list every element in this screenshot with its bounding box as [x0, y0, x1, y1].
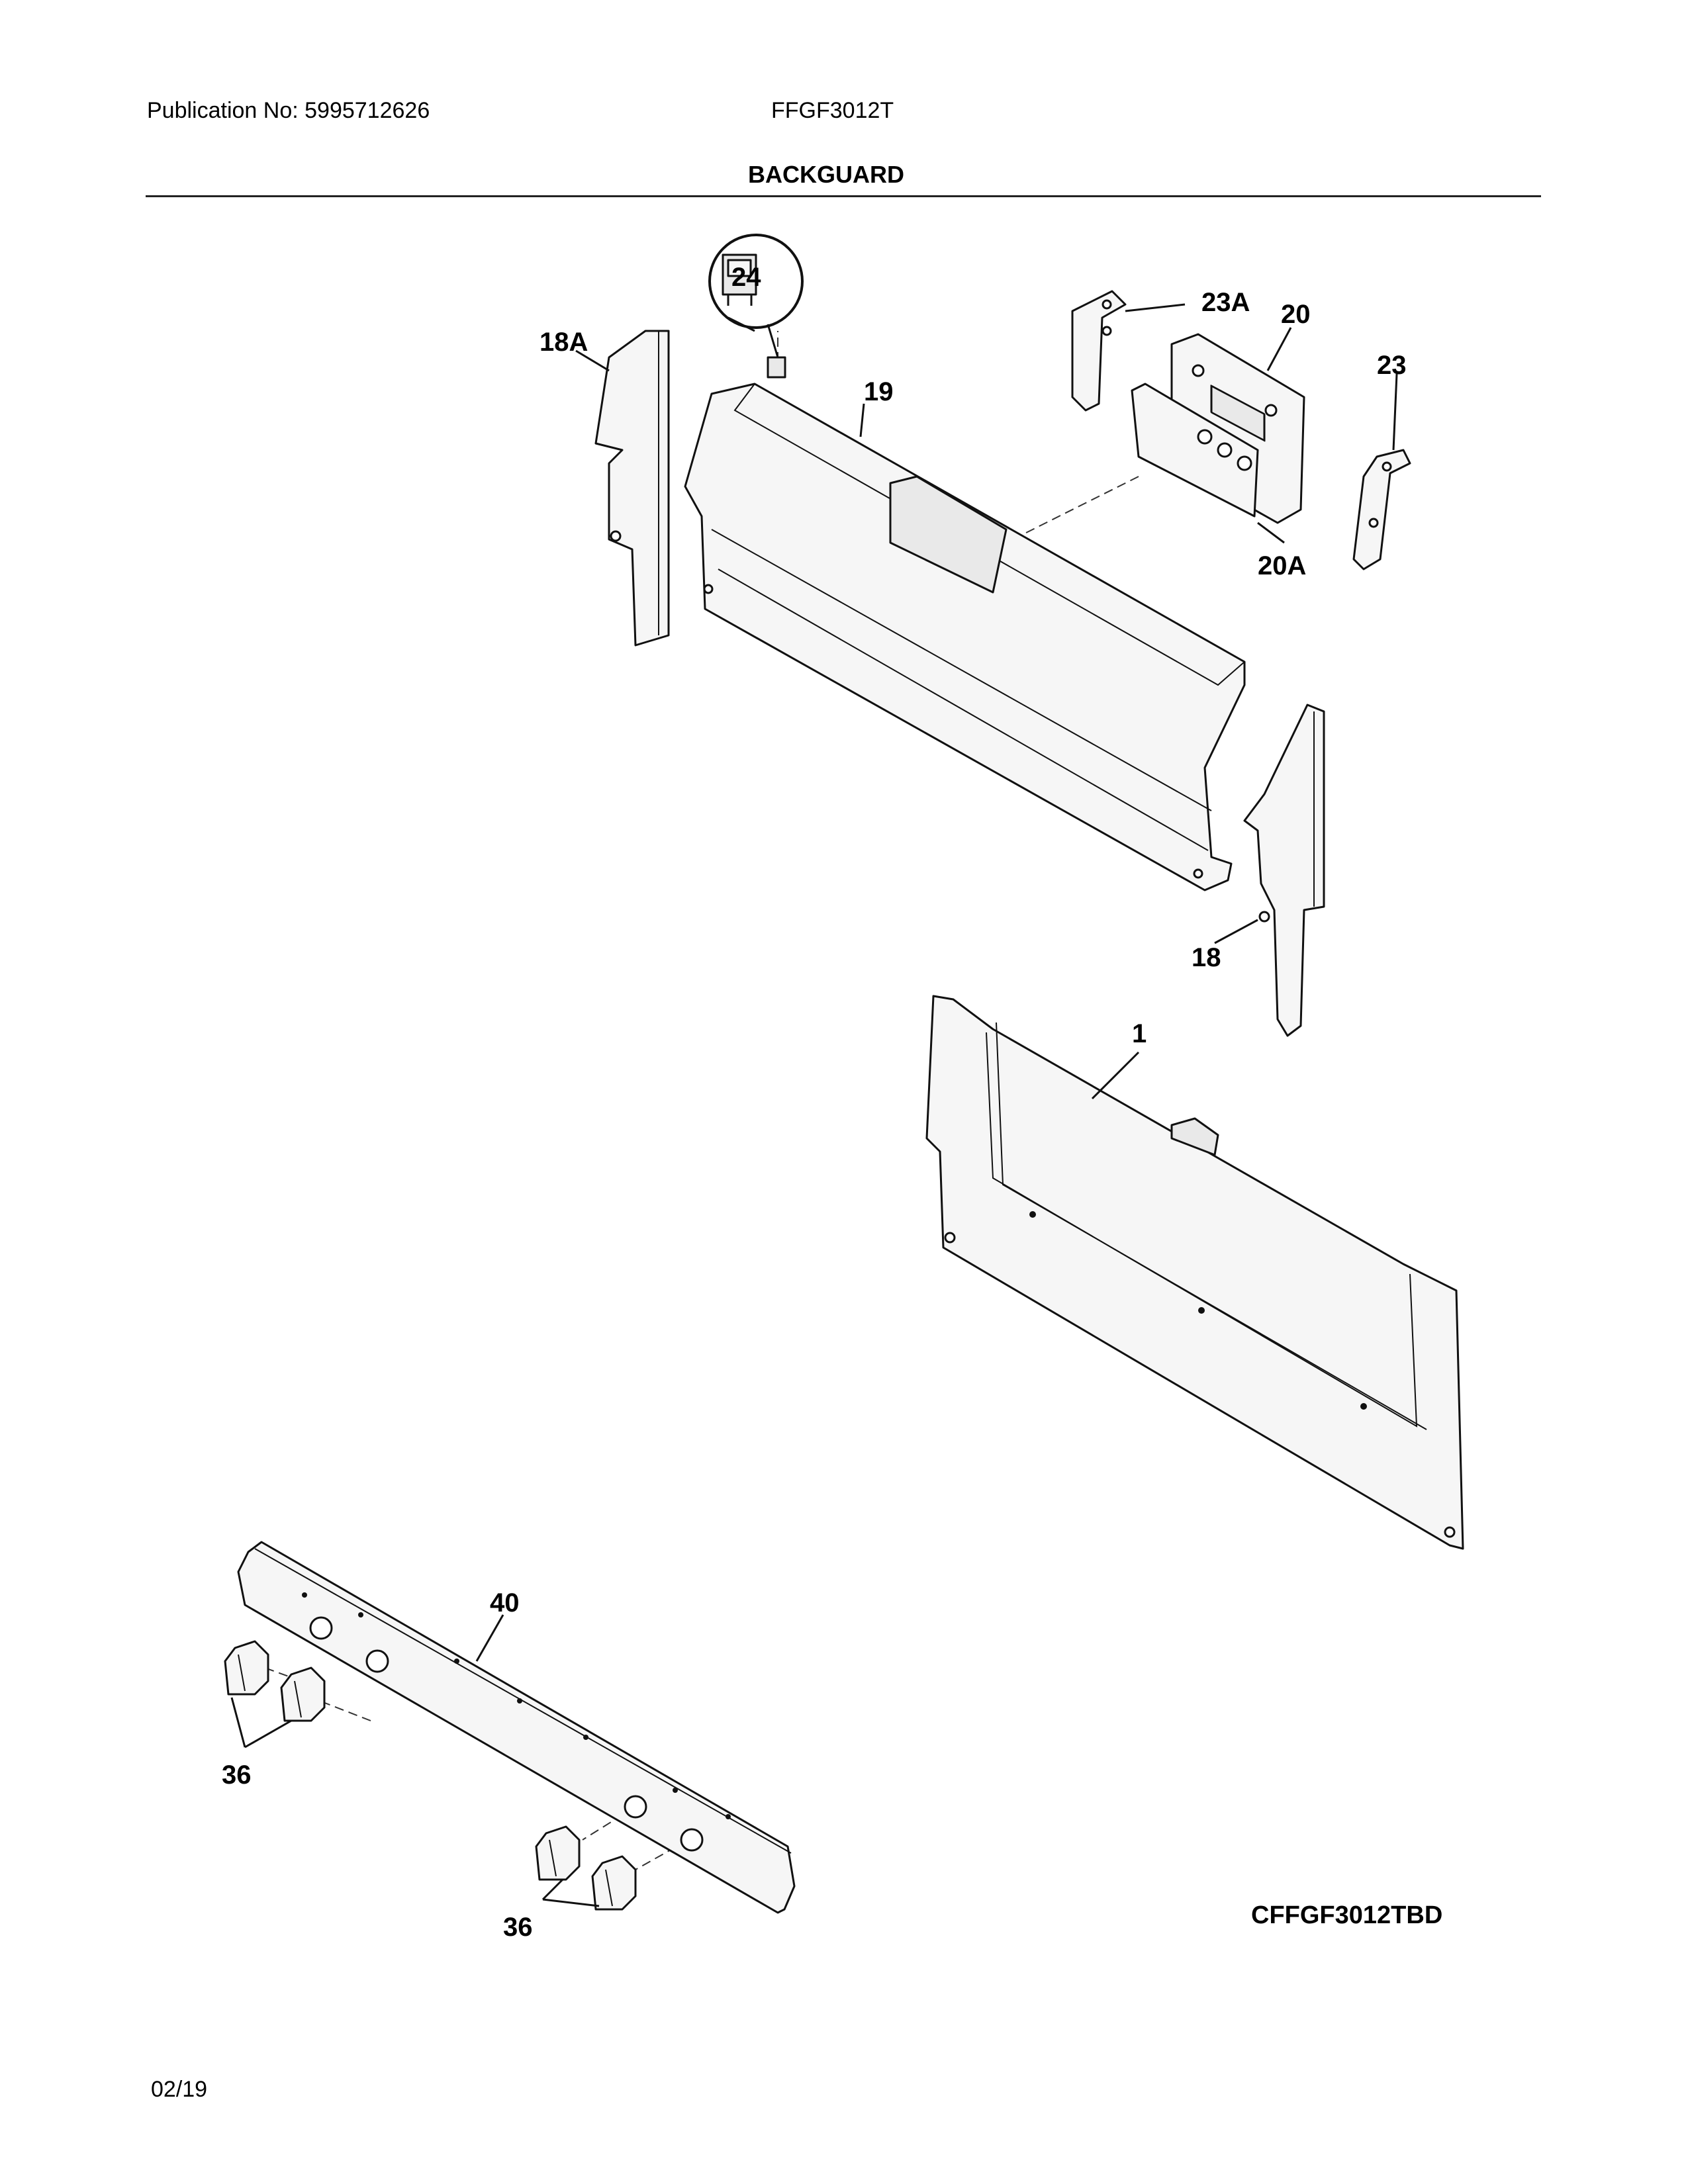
callout-20a: 20A — [1258, 551, 1306, 580]
leader-36b — [541, 1878, 600, 1907]
leader-23 — [1392, 373, 1398, 451]
manifold-panel-part-40 — [237, 1541, 796, 1914]
leader-18 — [1214, 919, 1258, 944]
knob-part-36-3 — [535, 1825, 581, 1881]
callout-20: 20 — [1281, 300, 1311, 329]
rear-panel-part-1 — [925, 995, 1464, 1550]
publication-number: Publication No: 5995712626 — [147, 98, 430, 123]
knob-part-36-4 — [591, 1855, 637, 1911]
leader-19 — [859, 403, 865, 437]
knob-part-36-2 — [280, 1666, 326, 1722]
bracket-part-23a — [1071, 290, 1127, 412]
callout-40: 40 — [490, 1588, 520, 1617]
callout-19: 19 — [864, 377, 894, 406]
diagram-code: CFFGF3012TBD — [1251, 1901, 1443, 1929]
callout-36-left: 36 — [222, 1760, 252, 1790]
callout-36-right: 36 — [503, 1913, 533, 1942]
callout-23: 23 — [1377, 351, 1407, 380]
callout-18a: 18A — [539, 328, 588, 357]
assembly-line-knob-3 — [582, 1806, 636, 1841]
leader-40 — [475, 1614, 504, 1662]
leader-20a — [1257, 522, 1285, 544]
callout-1: 1 — [1132, 1019, 1147, 1048]
end-cap-part-18a — [594, 330, 670, 647]
section-title: BACKGUARD — [748, 161, 904, 188]
model-number: FFGF3012T — [771, 98, 894, 123]
backguard-panel-part-19 — [684, 383, 1246, 891]
leader-36a — [230, 1697, 292, 1749]
leader-20 — [1266, 327, 1292, 371]
overlay-part-20a — [1131, 383, 1259, 518]
callout-23a: 23A — [1201, 288, 1250, 317]
end-cap-part-18 — [1243, 704, 1325, 1037]
callout-18: 18 — [1192, 943, 1221, 972]
callout-24: 24 — [731, 263, 761, 292]
leader-23a — [1125, 303, 1186, 312]
assembly-line-20 — [1006, 476, 1139, 543]
switch-part-24 — [708, 234, 804, 379]
revision-date: 02/19 — [151, 2077, 208, 2102]
leader-18a — [575, 349, 610, 372]
leader-24 — [727, 316, 755, 332]
bracket-part-23 — [1352, 449, 1411, 570]
assembly-line-knob-2 — [310, 1697, 371, 1721]
assembly-line-knob-4 — [635, 1839, 689, 1870]
knob-part-36-1 — [224, 1640, 269, 1696]
leader-1 — [1091, 1051, 1140, 1100]
header-divider — [146, 195, 1541, 197]
